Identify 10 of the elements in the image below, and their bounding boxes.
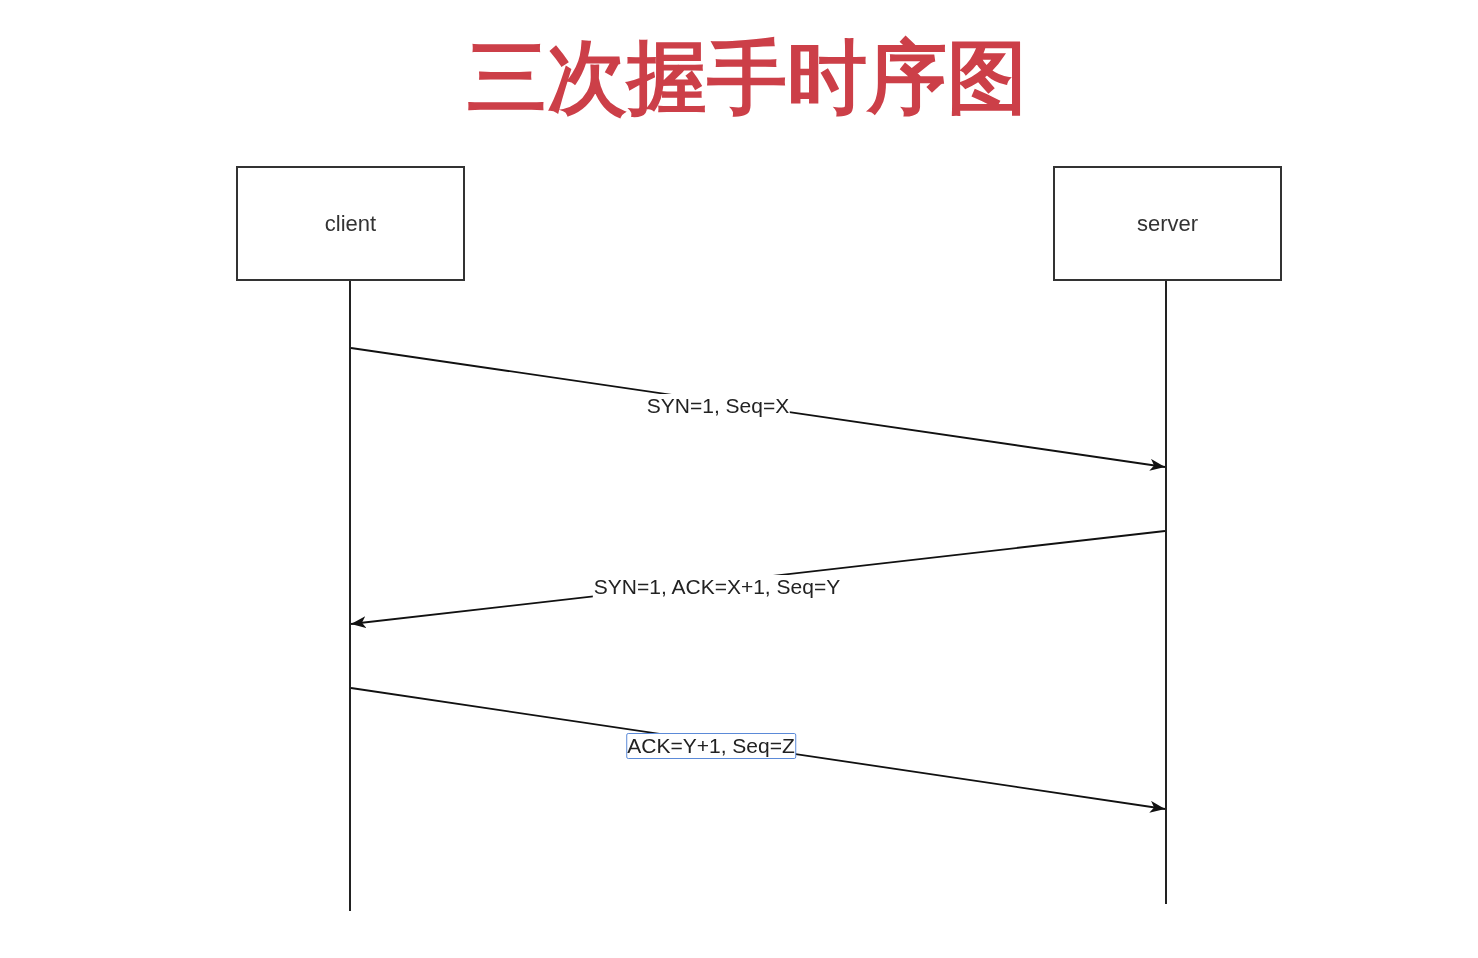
lifeline xyxy=(1165,281,1167,904)
participant-box xyxy=(1053,166,1282,281)
title: 三次握手时序图 xyxy=(467,30,1027,126)
edge-label: ACK=Y+1, Seq=Z xyxy=(626,733,796,759)
participant-box xyxy=(236,166,465,281)
edge-label: SYN=1, Seq=X xyxy=(645,394,791,418)
edge-label: SYN=1, ACK=X+1, Seq=Y xyxy=(592,575,842,599)
participant-label: server xyxy=(1136,210,1199,237)
participant-label: client xyxy=(324,210,377,237)
lifeline xyxy=(349,281,351,911)
